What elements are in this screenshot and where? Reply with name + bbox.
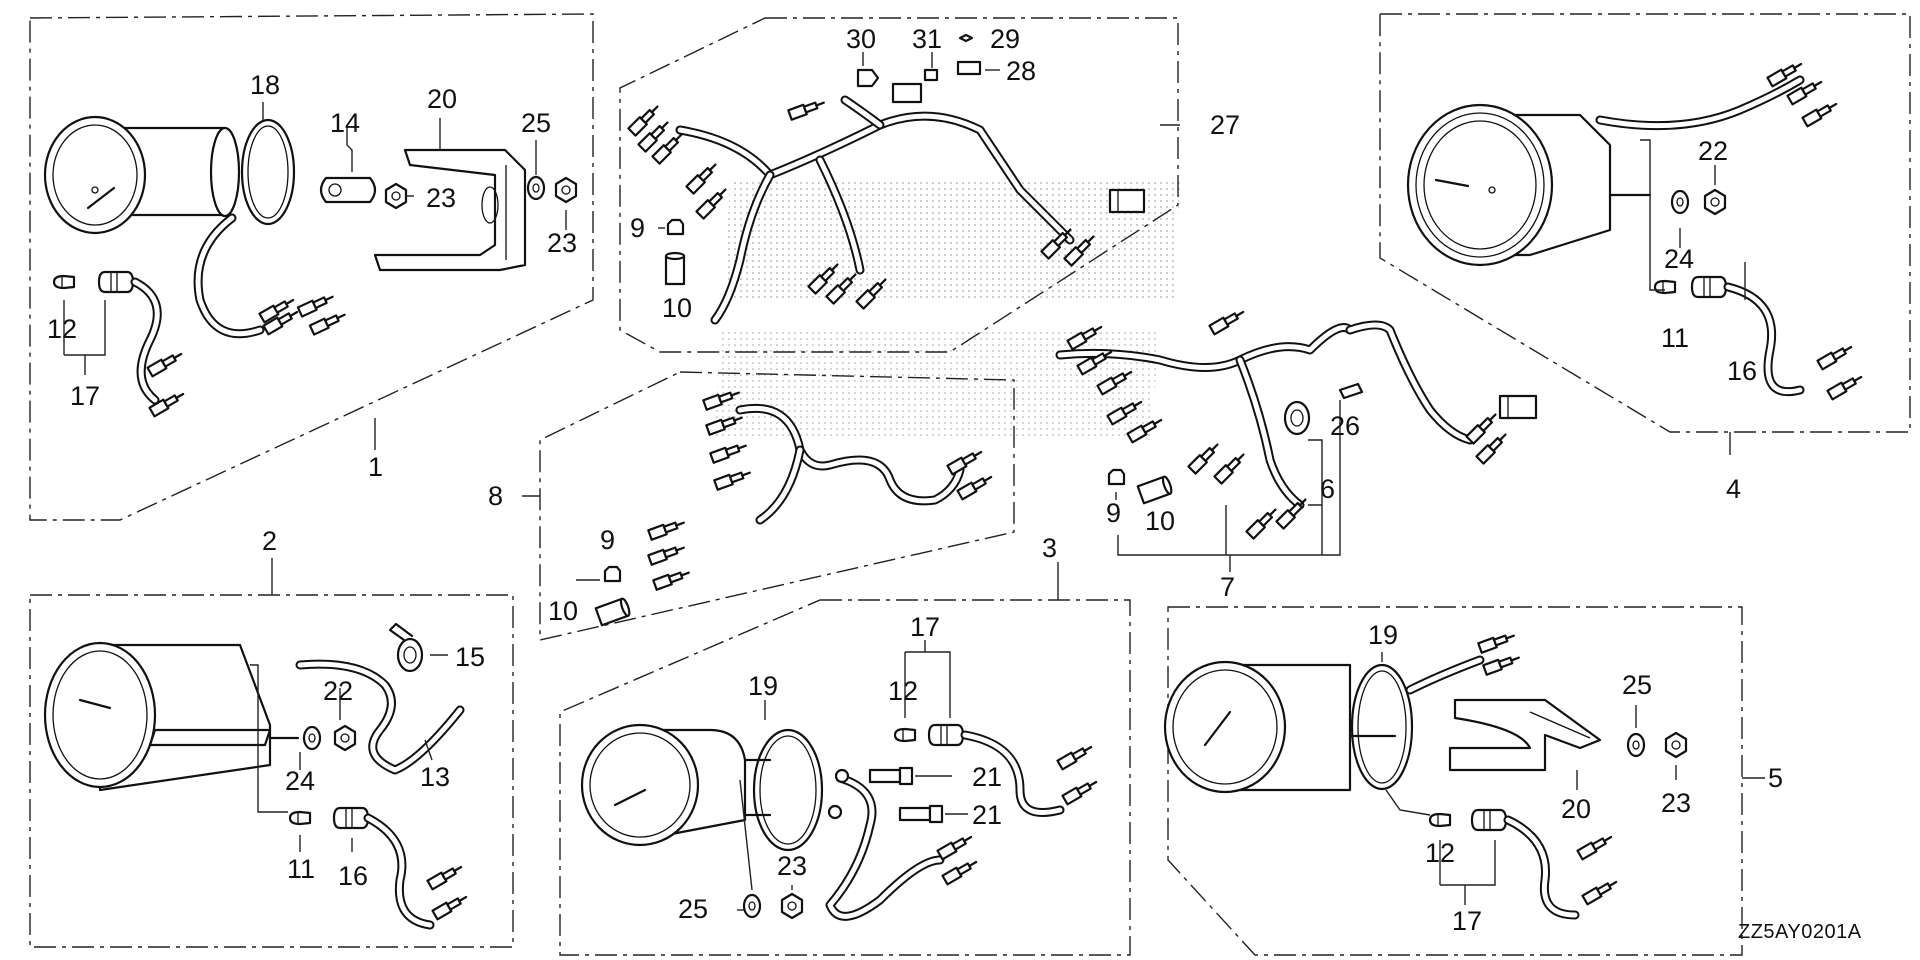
group-4: 22 24 11 16 4	[1379, 13, 1911, 504]
callout-3: 3	[1042, 533, 1057, 563]
callout-9-g7: 9	[1106, 498, 1121, 528]
callout-23-g3: 23	[777, 851, 807, 881]
callout-24: 24	[1664, 244, 1694, 274]
callout-25-g3: 25	[678, 894, 708, 924]
ring-18-icon	[240, 118, 296, 226]
callout-27: 27	[1210, 110, 1240, 140]
callout-5: 5	[1768, 763, 1783, 793]
group-7: 26 6 9 10 7	[1055, 306, 1538, 602]
group-1: 18 14 20 25 23 23 12 17 1	[29, 13, 594, 521]
callout-16: 16	[1727, 356, 1757, 386]
callout-30: 30	[846, 24, 876, 54]
fuse-31-icon	[923, 68, 939, 82]
group-8: 8 9 10	[488, 371, 1015, 641]
callout-31: 31	[912, 24, 942, 54]
callout-11: 11	[1661, 323, 1689, 353]
callout-25-g5: 25	[1622, 670, 1652, 700]
gauge-1-icon	[43, 115, 241, 235]
gauge-2-icon	[43, 641, 300, 792]
gauge-5-icon	[1163, 660, 1397, 794]
watermark	[715, 178, 1180, 440]
callout-18: 18	[250, 70, 280, 100]
group-5: 5 19 25 2	[1163, 606, 1783, 956]
group-3: 3	[559, 533, 1131, 956]
callout-4: 4	[1726, 474, 1741, 504]
callout-11-g2: 11	[287, 854, 315, 884]
callout-10: 10	[662, 293, 692, 323]
callout-22-g2: 22	[323, 676, 353, 706]
callout-28: 28	[1006, 56, 1036, 86]
gauge-3-icon	[580, 723, 747, 847]
callout-8: 8	[488, 481, 503, 511]
callout-16-g2: 16	[338, 861, 368, 891]
harness-27-icon	[675, 82, 1146, 325]
callout-9: 9	[630, 213, 645, 243]
callout-12-g3: 12	[888, 676, 918, 706]
bracket-20-icon	[373, 148, 527, 272]
harness-8-icon	[735, 403, 965, 525]
group-27: 30 31 29 28 27 9 10	[619, 17, 1240, 353]
callout-12-g5: 12	[1425, 838, 1455, 868]
callout-15: 15	[455, 642, 485, 672]
callout-24-g2: 24	[285, 766, 315, 796]
callout-17-g3: 17	[910, 612, 940, 642]
callout-23b: 23	[547, 228, 577, 258]
grommet-26-icon	[1283, 400, 1311, 436]
callout-26: 26	[1330, 411, 1360, 441]
callout-20-g5: 20	[1561, 794, 1591, 824]
callout-20: 20	[427, 84, 457, 114]
callout-10-g7: 10	[1145, 506, 1175, 536]
ring-19-g5-icon	[1350, 663, 1414, 791]
fuse-29-icon	[958, 33, 974, 43]
callout-13: 13	[420, 762, 450, 792]
clamp-14-icon	[319, 176, 377, 204]
callout-7: 7	[1220, 572, 1235, 602]
callout-19-g5: 19	[1368, 620, 1398, 650]
clamp-15-icon	[396, 637, 424, 673]
bracket-20-g5-icon	[1448, 698, 1602, 772]
callout-12: 12	[47, 314, 77, 344]
callout-9-g8: 9	[600, 525, 615, 555]
callout-29: 29	[990, 24, 1020, 54]
screw-21-icon	[868, 766, 944, 824]
callout-21b: 21	[972, 800, 1002, 830]
callout-19: 19	[748, 671, 778, 701]
callout-23: 23	[426, 183, 456, 213]
callout-6: 6	[1320, 474, 1335, 504]
callout-23-g5: 23	[1661, 788, 1691, 818]
callout-21: 21	[972, 762, 1002, 792]
clip-30-icon	[856, 68, 880, 88]
callout-25: 25	[521, 108, 551, 138]
ring-19-icon	[752, 728, 824, 852]
gauge-4-icon	[1406, 103, 1612, 267]
callout-10-g8: 10	[548, 596, 578, 626]
callout-1: 1	[368, 452, 383, 482]
callout-17: 17	[70, 381, 100, 411]
diagram-code: ZZ5AY0201A	[1738, 921, 1862, 943]
harness-7-icon	[1055, 320, 1538, 510]
callout-2: 2	[262, 526, 277, 556]
group-2: 2 15 22 24 13 11 16	[29, 526, 514, 948]
callout-14: 14	[330, 108, 360, 138]
clip-6-icon	[1338, 382, 1364, 400]
holder-28-icon	[956, 60, 982, 76]
callout-17-g5: 17	[1452, 906, 1482, 936]
callout-22: 22	[1698, 136, 1728, 166]
